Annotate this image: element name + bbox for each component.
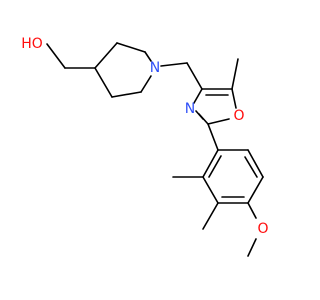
molecule-structure: HO N N O O <box>21 36 269 257</box>
bond-o-methyl <box>247 238 257 257</box>
bond-ar6-ar1 <box>202 149 219 178</box>
bond-c4-c3 <box>94 42 118 69</box>
atom-labels: HO N N O O <box>21 36 268 237</box>
bond-c5-methyl <box>231 58 239 90</box>
bond-ar2-ar3 <box>247 149 264 178</box>
piperidine-nitrogen-label: N <box>150 60 160 76</box>
bond-c6-c5 <box>111 91 142 98</box>
bond-n1-ch2 <box>160 62 188 67</box>
bond-n3-c4 <box>193 88 203 104</box>
bond-c2-n3-inner <box>195 110 204 120</box>
bond-oh-ch2 <box>46 43 66 69</box>
bond-ar5-methyl <box>202 202 219 230</box>
bond-c3-c2 <box>116 42 146 53</box>
oxazole-oxygen-label: O <box>233 108 244 124</box>
bond-c5-c4 <box>94 67 113 98</box>
bond-o1-c2 <box>207 118 230 125</box>
bond-ar2-ar3-inner <box>244 156 258 178</box>
bond-ar5-ar6 <box>202 176 219 204</box>
bond-ar6-ar1-inner <box>208 155 222 178</box>
bond-ar4-o <box>247 202 257 219</box>
bond-ch2-oxazole-c4 <box>186 62 203 90</box>
hydroxyl-label: HO <box>21 36 43 52</box>
bond-c2-n1 <box>144 51 152 62</box>
bond-n1-c6 <box>140 75 152 93</box>
oxazole-nitrogen-label: N <box>185 101 195 117</box>
bond-oxazole-aryl <box>207 123 219 151</box>
methoxy-oxygen-label: O <box>257 221 268 237</box>
bond-ar3-ar4 <box>247 176 264 204</box>
bond-c5-o1 <box>231 88 237 109</box>
bond-lines <box>46 42 264 257</box>
